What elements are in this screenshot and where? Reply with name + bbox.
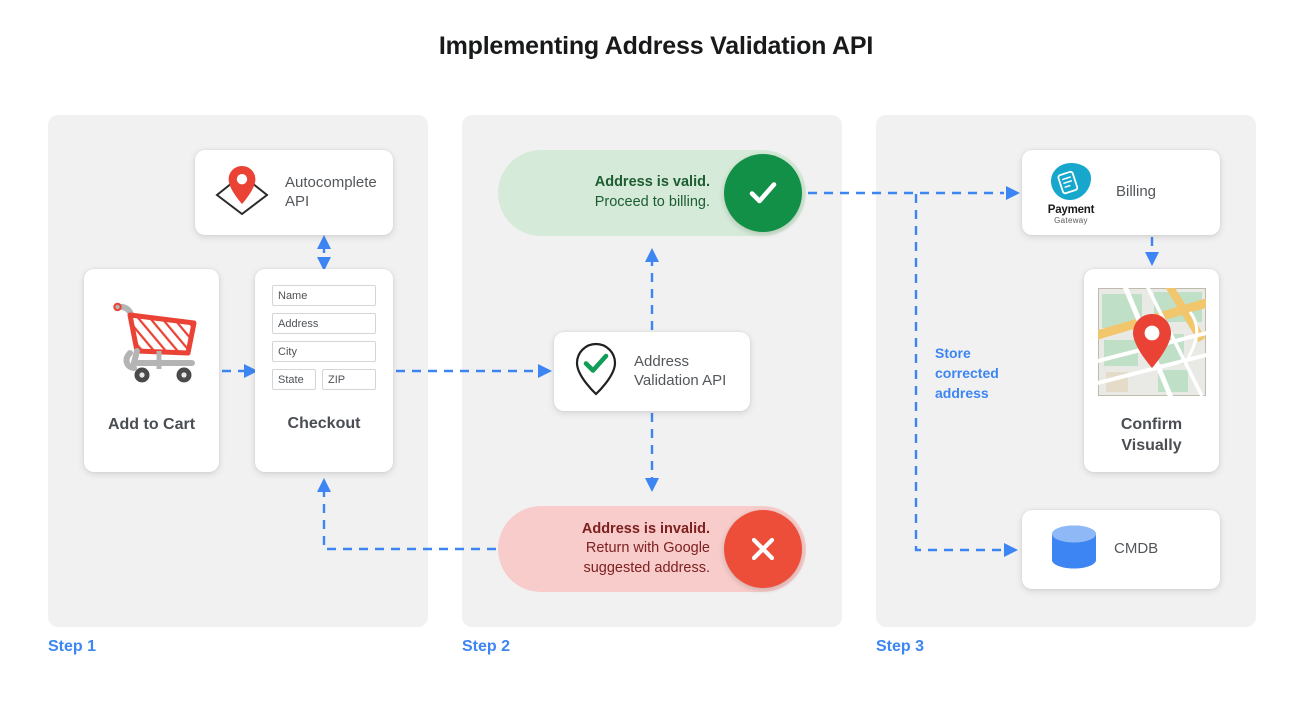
zip-field[interactable]: ZIP [322, 369, 376, 390]
checkout-label: Checkout [287, 415, 361, 432]
step-3-label: Step 3 [876, 638, 925, 655]
address-field[interactable]: Address [272, 313, 376, 334]
address-validation-api-label: Address Validation API [634, 352, 727, 389]
checkout-card[interactable]: Name Address City State ZIP Checkout [255, 269, 393, 472]
address-invalid-text: Address is invalid. Return with Google s… [581, 520, 710, 576]
confirm-visually-label: Confirm Visually [1120, 416, 1183, 454]
map-thumbnail-icon [1084, 288, 1219, 396]
checkout-form: Name Address City State ZIP [272, 285, 376, 390]
check-icon [724, 154, 802, 232]
page-title: Implementing Address Validation API [438, 32, 874, 60]
address-valid-text: Address is valid. Proceed to billing. [594, 174, 710, 210]
map-pin-check-icon [572, 341, 620, 402]
address-valid-banner: Address is valid. Proceed to billing. [498, 150, 806, 236]
address-invalid-banner: Address is invalid. Return with Google s… [498, 506, 806, 592]
add-to-cart-card[interactable]: Add to Cart [84, 269, 219, 472]
cmdb-card[interactable]: CMDB [1022, 510, 1220, 589]
cmdb-label: CMDB [1114, 540, 1159, 558]
add-to-cart-label: Add to Cart [107, 416, 196, 433]
name-field[interactable]: Name [272, 285, 376, 306]
state-zip-row: State ZIP [272, 369, 376, 390]
billing-card[interactable]: Payment Gateway Billing [1022, 150, 1220, 235]
city-field[interactable]: City [272, 341, 376, 362]
autocomplete-api-card[interactable]: Autocomplete API [195, 150, 393, 235]
database-icon [1040, 522, 1100, 577]
store-corrected-address-note: Store corrected address [935, 345, 999, 401]
step-1-label: Step 1 [48, 638, 97, 655]
close-icon [724, 510, 802, 588]
map-pin-diamond-icon [213, 163, 271, 222]
address-validation-api-card[interactable]: Address Validation API [554, 332, 750, 411]
shopping-cart-icon [84, 293, 219, 389]
autocomplete-api-label: Autocomplete API [285, 173, 377, 210]
payment-gateway-logo-line2: Gateway [1054, 215, 1088, 225]
billing-label: Billing [1116, 183, 1157, 201]
step-2-label: Step 2 [462, 638, 511, 655]
state-field[interactable]: State [272, 369, 316, 390]
confirm-visually-card[interactable]: Confirm Visually [1084, 269, 1219, 472]
payment-gateway-icon: Payment Gateway [1040, 161, 1102, 225]
payment-gateway-logo-line1: Payment [1047, 203, 1095, 216]
